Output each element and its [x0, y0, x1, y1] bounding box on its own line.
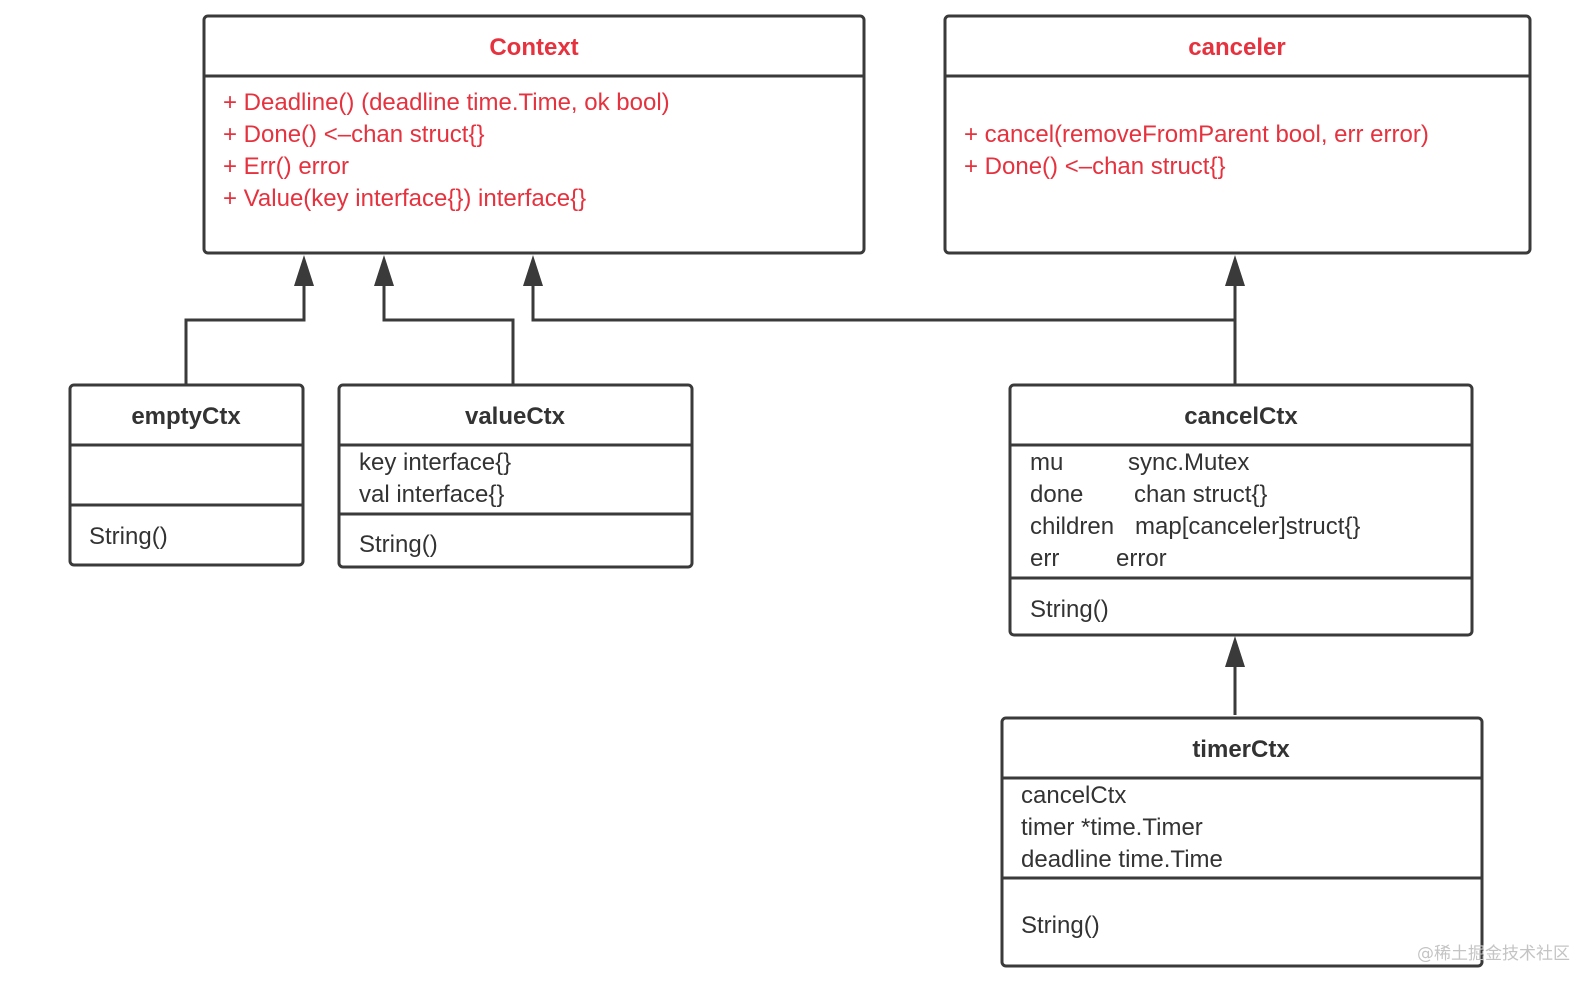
arrowhead-timerctx-cancelctx — [1225, 636, 1245, 667]
field-done-type: chan struct{} — [1134, 481, 1267, 508]
method-done: + Done() <–chan struct{} — [964, 153, 1226, 180]
method-string: String() — [89, 523, 168, 550]
arrowhead-cancelctx-context — [523, 255, 543, 286]
field-cancelctx: cancelCtx — [1021, 782, 1126, 809]
method-string: String() — [359, 531, 438, 558]
edge-emptyctx-to-context — [184, 282, 306, 385]
edge-cancelctx-to-context — [531, 282, 1235, 322]
field-mu-name: mu — [1030, 449, 1063, 476]
relations — [184, 255, 1245, 715]
field-deadline: deadline time.Time — [1021, 846, 1223, 873]
class-title: valueCtx — [465, 403, 566, 430]
field-done-name: done — [1030, 481, 1083, 508]
class-context: Context + Deadline() (deadline time.Time… — [202, 14, 866, 255]
class-box — [337, 383, 694, 569]
watermark-text: @稀土掘金技术社区 — [1417, 944, 1570, 964]
method-string: String() — [1021, 912, 1100, 939]
class-box — [1000, 716, 1484, 968]
edge-valuectx-to-context — [382, 282, 515, 385]
class-title: canceler — [1188, 34, 1285, 61]
field-children-type: map[canceler]struct{} — [1135, 513, 1360, 540]
method-err: + Err() error — [223, 153, 349, 180]
field-err-type: error — [1116, 545, 1167, 572]
field-timer: timer *time.Timer — [1021, 814, 1203, 841]
arrowhead-cancelctx-canceler — [1225, 255, 1245, 286]
method-done: + Done() <–chan struct{} — [223, 121, 485, 148]
class-title: emptyCtx — [131, 403, 241, 430]
method-cancel: + cancel(removeFromParent bool, err erro… — [964, 121, 1429, 148]
class-canceler: canceler + cancel(removeFromParent bool,… — [943, 14, 1532, 255]
field-children-name: children — [1030, 513, 1114, 540]
method-value: + Value(key interface{}) interface{} — [223, 185, 586, 212]
class-title: cancelCtx — [1184, 403, 1298, 430]
method-string: String() — [1030, 596, 1109, 623]
method-deadline: + Deadline() (deadline time.Time, ok boo… — [223, 89, 670, 116]
class-title: timerCtx — [1192, 736, 1290, 763]
field-mu-type: sync.Mutex — [1128, 449, 1249, 476]
class-title: Context — [489, 34, 578, 61]
class-box — [68, 383, 305, 567]
arrowhead-emptyctx-context — [294, 255, 314, 286]
field-key: key interface{} — [359, 449, 511, 476]
class-cancelctx: cancelCtx mu sync.Mutex done chan struct… — [1008, 383, 1474, 637]
class-timerctx: timerCtx cancelCtx timer *time.Timer dea… — [1000, 716, 1484, 968]
class-box — [1008, 383, 1474, 637]
field-err-name: err — [1030, 545, 1059, 572]
arrowhead-valuectx-context — [374, 255, 394, 286]
field-val: val interface{} — [359, 481, 504, 508]
class-valuectx: valueCtx key interface{} val interface{}… — [337, 383, 694, 569]
class-emptyctx: emptyCtx String() — [68, 383, 305, 567]
